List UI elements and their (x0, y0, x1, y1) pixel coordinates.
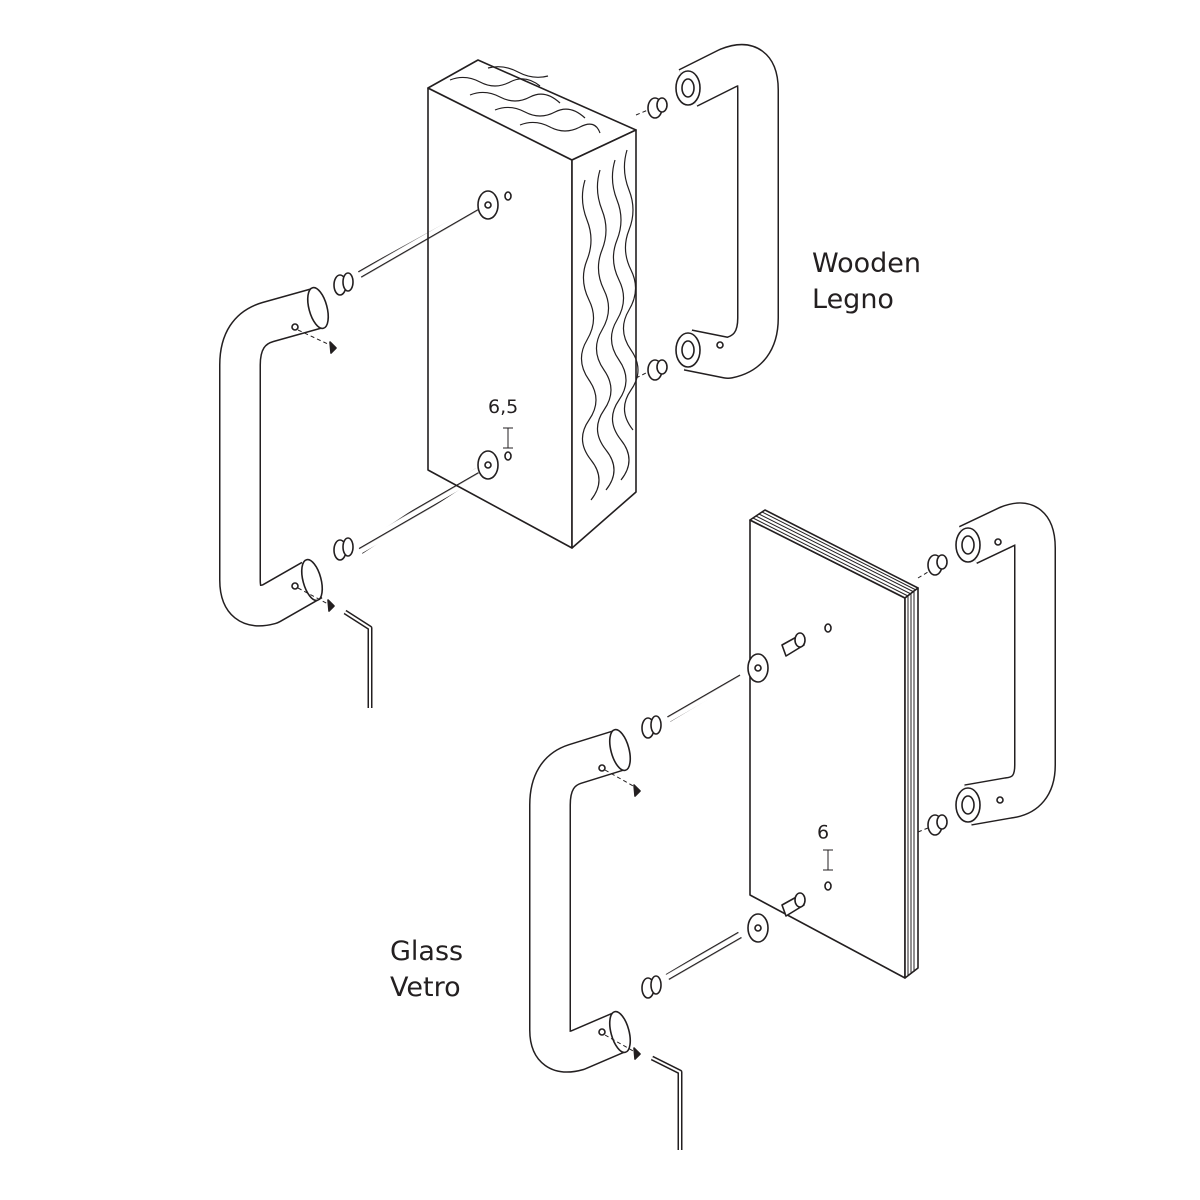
wooden-label-it: Legno (812, 284, 894, 315)
set-screws (327, 341, 641, 1060)
allen-key-icon (343, 609, 683, 1150)
wooden-label-en: Wooden (812, 248, 922, 279)
wooden-hole-diameter: 6,5 (488, 396, 519, 418)
wooden-handle-left (219, 286, 330, 627)
washers (477, 190, 832, 943)
glass-handle-left (529, 728, 632, 1073)
sleeve-nuts (333, 97, 948, 999)
glass-door-panel (749, 509, 919, 979)
glass-hole-diameter: 9 (817, 820, 830, 842)
alignment-lines (297, 109, 929, 1053)
wooden-door-panel (427, 59, 639, 549)
dimension-markers (503, 427, 833, 871)
spacers (781, 632, 806, 917)
glass-handle-right (955, 502, 1056, 826)
glass-label-it: Vetro (390, 972, 461, 1003)
threaded-rods (357, 206, 743, 982)
glass-label-en: Glass (390, 936, 464, 967)
glass-label: Glass Vetro (390, 934, 463, 1006)
wooden-handle-right (675, 44, 779, 379)
wooden-label: Wooden Legno (812, 246, 921, 318)
